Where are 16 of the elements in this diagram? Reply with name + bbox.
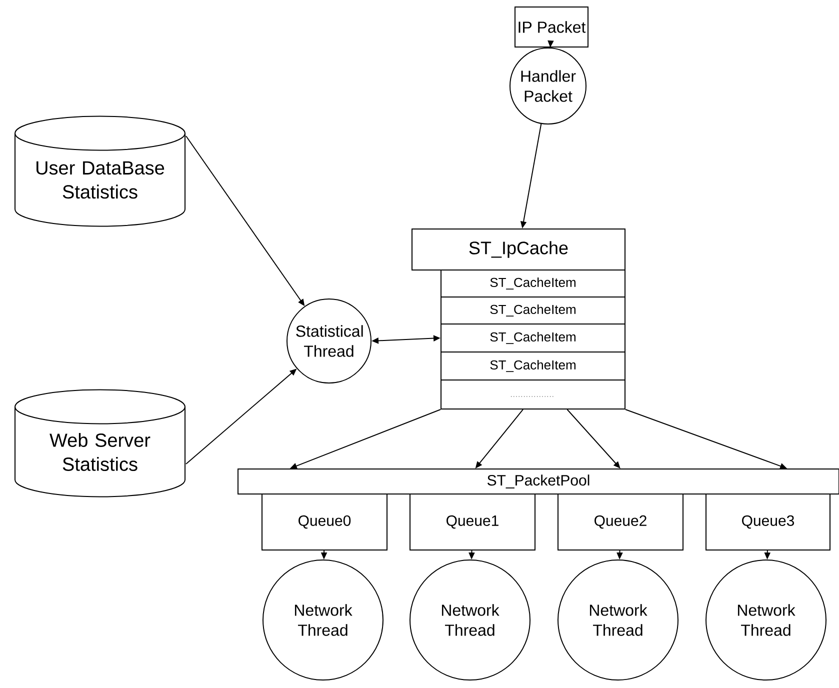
process-box: Queue0 [262,494,388,550]
list-row [440,380,626,410]
arrow [566,409,620,468]
database-cylinder: User DataBase Statistics [14,116,186,227]
process-box: ST_PacketPool [238,468,839,494]
list-row: ST_CacheItem [440,324,626,352]
process-box: ST_IpCache [412,228,626,270]
process-box: Queue2 [558,494,684,550]
process-box: IP Packet [514,6,588,48]
process-box: Queue3 [706,494,830,550]
process-box: Queue1 [410,494,536,550]
list-row: ST_CacheItem [440,296,626,324]
arrow [548,40,554,48]
database-cylinder: Web Server Statistics [14,389,186,498]
list-row: ST_CacheItem [440,270,626,298]
list-row: ST_CacheItem [440,352,626,380]
